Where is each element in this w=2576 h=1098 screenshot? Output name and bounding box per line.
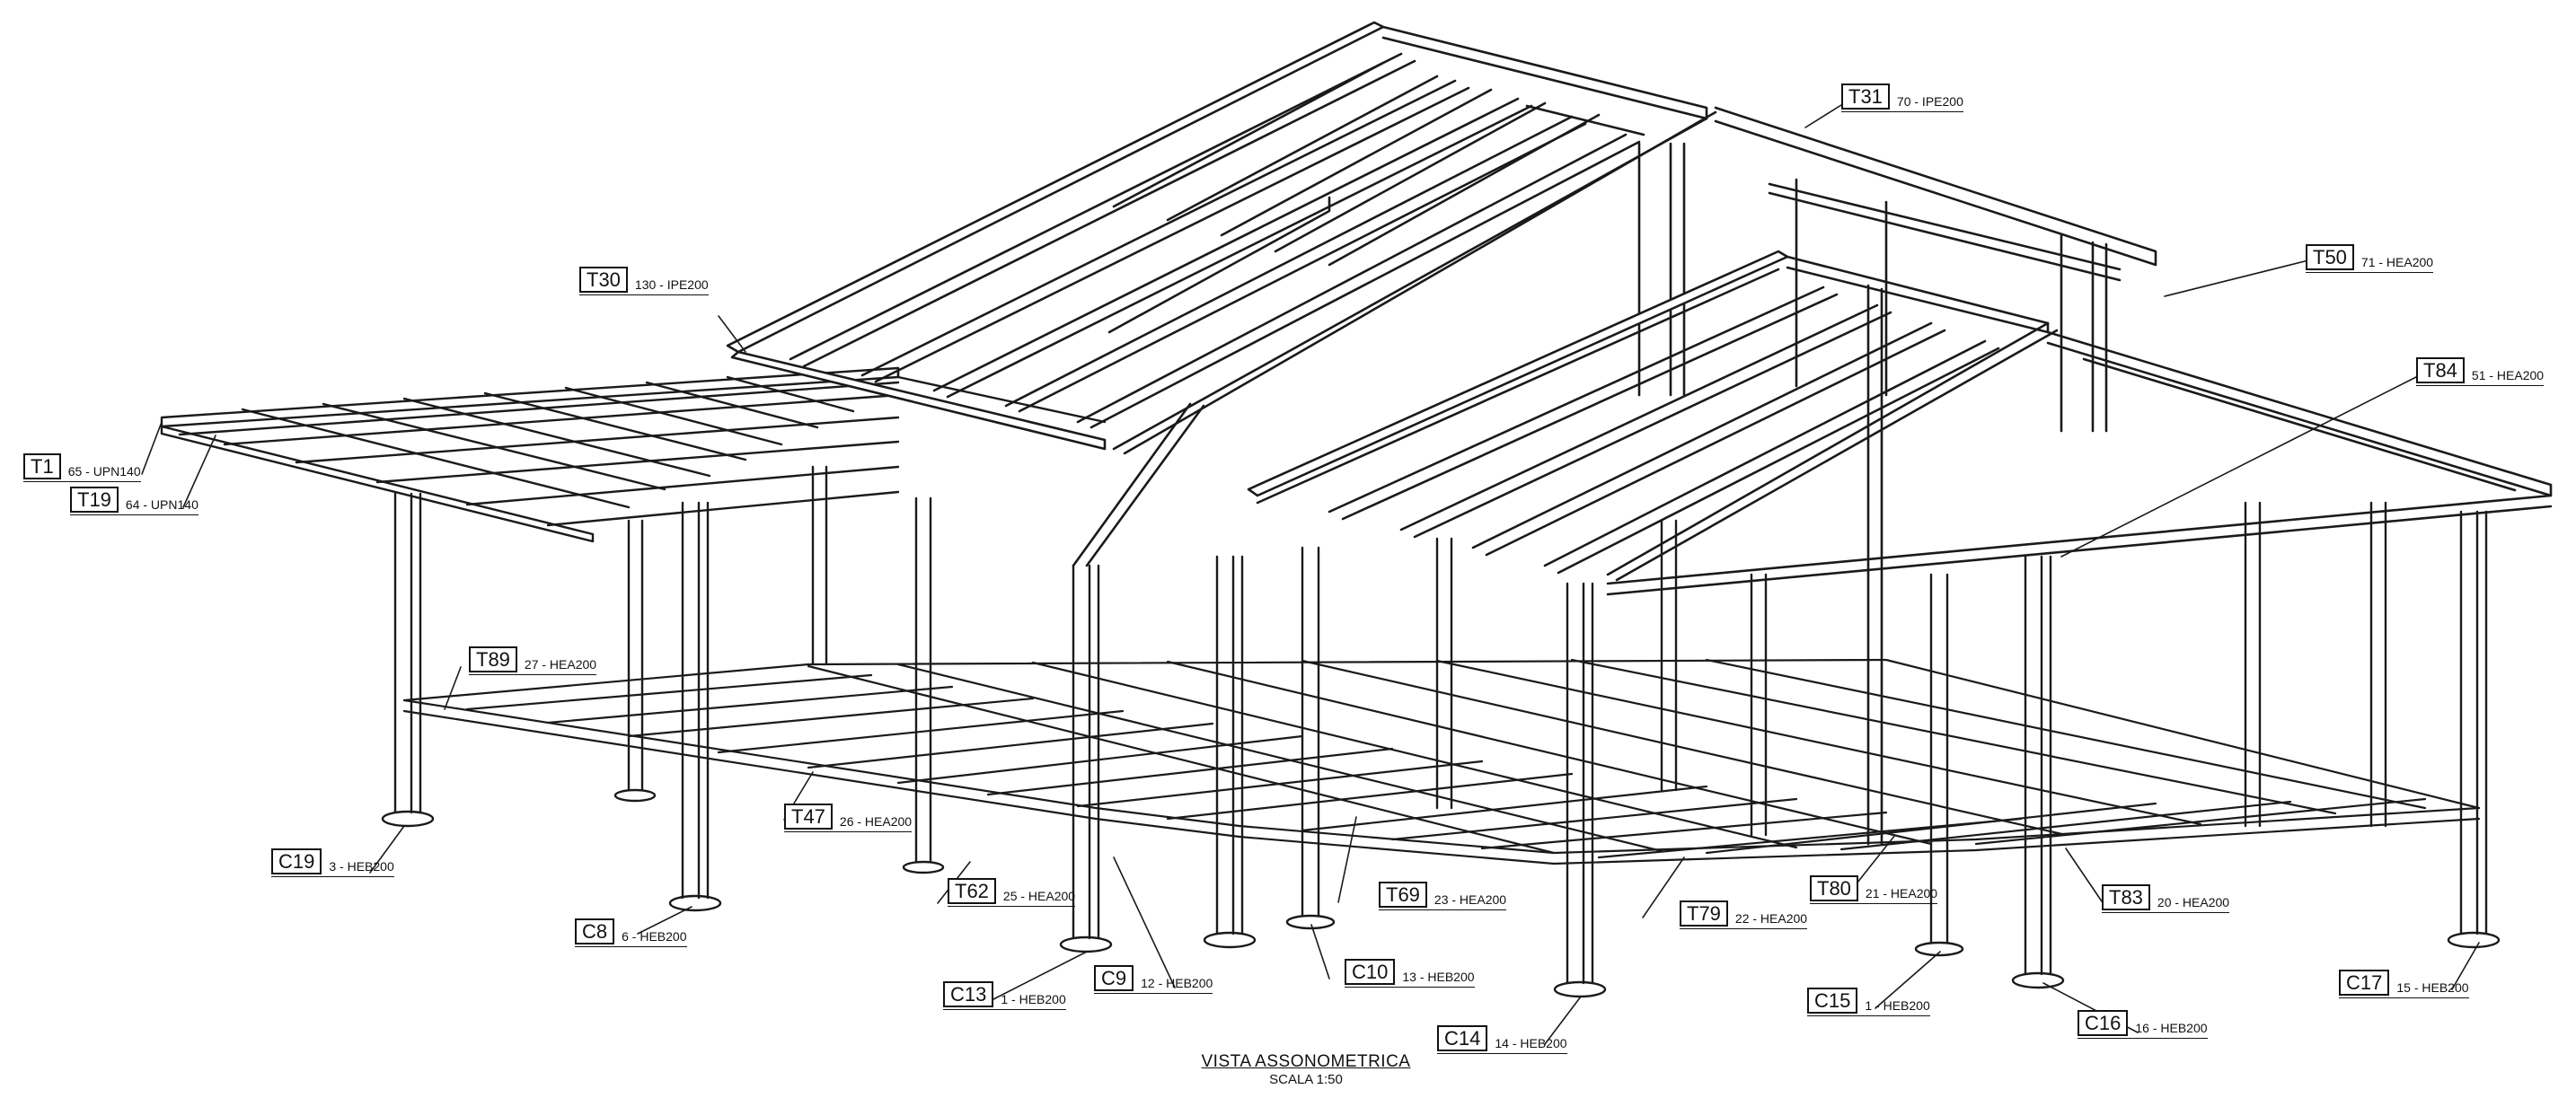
member-code: T62 bbox=[948, 878, 996, 904]
member-section: 1 - HEB200 bbox=[1001, 992, 1066, 1006]
member-section: 70 - IPE200 bbox=[1896, 94, 1963, 109]
member-label-t62: T62 25 - HEA200 bbox=[948, 878, 1076, 907]
member-label-t47: T47 26 - HEA200 bbox=[784, 804, 913, 832]
member-code: T30 bbox=[579, 267, 628, 293]
member-code: T69 bbox=[1379, 882, 1427, 908]
member-code: T47 bbox=[784, 804, 833, 830]
member-code: T84 bbox=[2416, 357, 2465, 383]
member-section: 65 - UPN140 bbox=[67, 464, 141, 479]
member-section: 12 - HEB200 bbox=[1141, 976, 1213, 990]
member-label-t83: T83 20 - HEA200 bbox=[2102, 884, 2230, 913]
member-label-t19: T19 64 - UPN140 bbox=[70, 487, 198, 515]
member-code: T50 bbox=[2306, 244, 2354, 270]
member-section: 23 - HEA200 bbox=[1434, 892, 1507, 907]
member-code: C16 bbox=[2078, 1010, 2129, 1036]
member-code: C17 bbox=[2339, 970, 2390, 996]
floor-grid bbox=[402, 658, 2481, 865]
member-label-c10: C10 13 - HEB200 bbox=[1345, 959, 1475, 988]
member-section: 22 - HEA200 bbox=[1734, 911, 1808, 926]
member-label-t79: T79 22 - HEA200 bbox=[1680, 900, 1808, 929]
leader-lines bbox=[141, 104, 2480, 1045]
member-code: T31 bbox=[1841, 83, 1890, 110]
member-code: C13 bbox=[943, 981, 994, 1007]
member-section: 21 - HEA200 bbox=[1865, 886, 1938, 900]
member-section: 20 - HEA200 bbox=[2157, 895, 2230, 909]
columns bbox=[393, 465, 2488, 985]
drawing-caption: VISTA ASSONOMETRICA SCALA 1:50 bbox=[1189, 1052, 1423, 1088]
member-label-c9: C9 12 - HEB200 bbox=[1094, 965, 1213, 994]
right-pitched-roof bbox=[1247, 250, 2553, 846]
member-section: 13 - HEB200 bbox=[1402, 970, 1475, 984]
member-label-t69: T69 23 - HEA200 bbox=[1379, 882, 1507, 910]
member-section: 130 - IPE200 bbox=[634, 277, 709, 292]
member-section: 71 - HEA200 bbox=[2360, 255, 2434, 269]
drawing-title: VISTA ASSONOMETRICA bbox=[1201, 1052, 1411, 1071]
member-label-c17: C17 15 - HEB200 bbox=[2339, 970, 2469, 998]
member-section: 6 - HEB200 bbox=[622, 929, 687, 944]
member-section: 1 - HEB200 bbox=[1865, 998, 1930, 1013]
member-section: 26 - HEA200 bbox=[839, 814, 913, 829]
member-label-t30: T30 130 - IPE200 bbox=[579, 267, 709, 295]
member-section: 3 - HEB200 bbox=[329, 859, 394, 874]
member-section: 27 - HEA200 bbox=[524, 657, 597, 672]
member-label-t84: T84 51 - HEA200 bbox=[2416, 357, 2545, 386]
member-code: C14 bbox=[1437, 1025, 1488, 1051]
member-label-c13: C13 1 - HEB200 bbox=[943, 981, 1066, 1010]
member-label-c15: C15 1 - HEB200 bbox=[1807, 988, 1930, 1016]
member-code: T79 bbox=[1680, 900, 1728, 927]
member-code: C9 bbox=[1094, 965, 1134, 991]
member-code: T80 bbox=[1810, 875, 1858, 901]
member-code: C15 bbox=[1807, 988, 1858, 1014]
member-label-c8: C8 6 - HEB200 bbox=[575, 918, 687, 947]
member-section: 16 - HEB200 bbox=[2135, 1021, 2208, 1035]
member-label-t1: T1 65 - UPN140 bbox=[23, 453, 141, 482]
member-section: 25 - HEA200 bbox=[1002, 889, 1076, 903]
member-label-t31: T31 70 - IPE200 bbox=[1841, 83, 1963, 112]
drawing-scale: SCALA 1:50 bbox=[1269, 1072, 1343, 1087]
member-section: 14 - HEB200 bbox=[1495, 1036, 1567, 1050]
left-pitched-roof bbox=[726, 21, 1717, 567]
member-section: 64 - UPN140 bbox=[125, 497, 198, 512]
left-flat-roof bbox=[160, 366, 1107, 543]
member-code: T19 bbox=[70, 487, 119, 513]
member-code: C8 bbox=[575, 918, 615, 944]
member-label-t50: T50 71 - HEA200 bbox=[2306, 244, 2434, 273]
member-label-c14: C14 14 - HEB200 bbox=[1437, 1025, 1567, 1054]
member-section: 51 - HEA200 bbox=[2471, 368, 2545, 382]
member-label-c19: C19 3 - HEB200 bbox=[271, 848, 394, 877]
member-code: C10 bbox=[1345, 959, 1396, 985]
member-code: C19 bbox=[271, 848, 322, 874]
member-label-t80: T80 21 - HEA200 bbox=[1810, 875, 1938, 904]
member-section: 15 - HEB200 bbox=[2396, 980, 2469, 995]
member-label-t89: T89 27 - HEA200 bbox=[469, 646, 597, 675]
member-label-c16: C16 16 - HEB200 bbox=[2078, 1010, 2208, 1039]
upper-right-ridge-frame bbox=[1637, 106, 2157, 433]
member-code: T1 bbox=[23, 453, 61, 479]
member-code: T83 bbox=[2102, 884, 2150, 910]
member-code: T89 bbox=[469, 646, 517, 672]
